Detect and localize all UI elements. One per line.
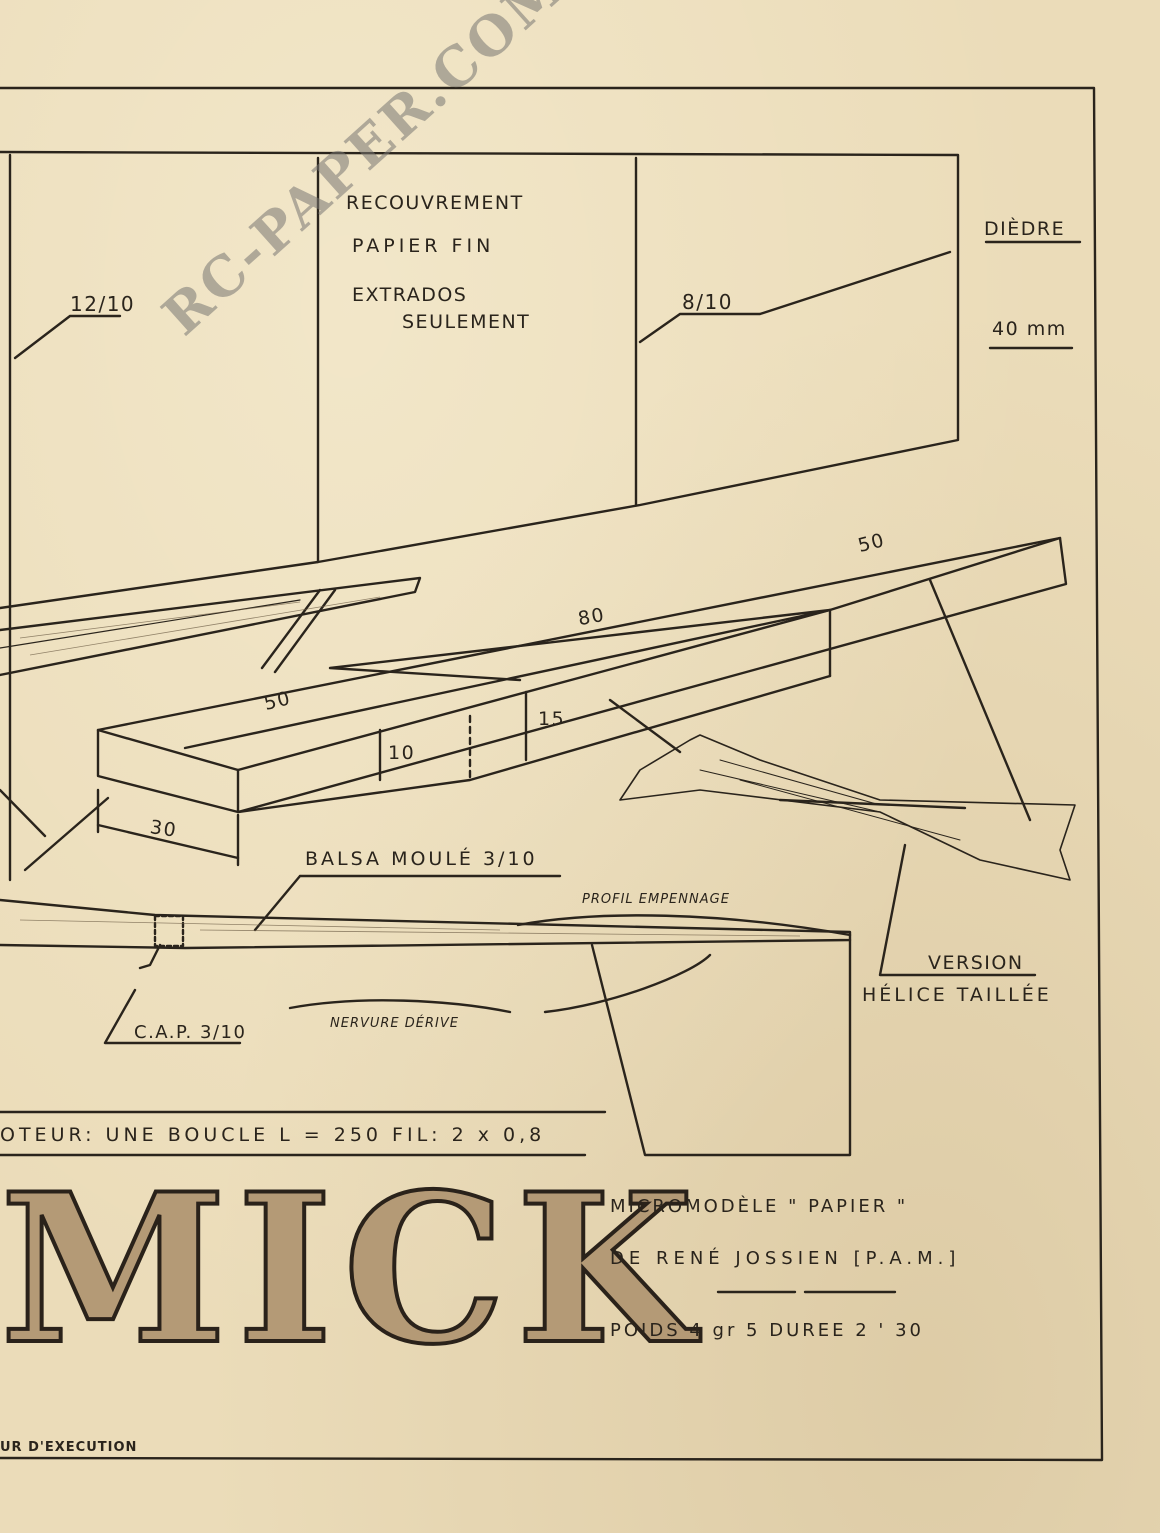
label-dihedral-value: 40 mm [992, 318, 1067, 340]
label-covering-1: RECOUVREMENT [346, 192, 524, 214]
label-fin-rib: NERVURE DÉRIVE [330, 1016, 459, 1031]
label-tail-profile: PROFIL EMPENNAGE [582, 892, 730, 907]
label-dim-10: 10 [388, 742, 416, 764]
label-version-2: HÉLICE TAILLÉE [862, 984, 1052, 1006]
title-line-2: DE RENÉ JOSSIEN [P.A.M.] [610, 1248, 961, 1269]
model-title: MICK [0, 1150, 705, 1390]
label-covering-4: SEULEMENT [402, 311, 531, 333]
spar-right-arrow [638, 250, 952, 344]
label-dim-30: 30 [148, 816, 179, 842]
label-dim-80: 80 [576, 603, 607, 631]
label-dihedral: DIÈDRE [984, 218, 1066, 240]
frame-border [0, 86, 1104, 1462]
label-cap: C.A.P. 3/10 [134, 1022, 247, 1043]
title-line-3: POIDS 4 gr 5 DUREE 2 ' 30 [610, 1320, 924, 1341]
label-spar-left: 12/10 [70, 292, 136, 316]
title-line-1: MICROMODÈLE " PAPIER " [610, 1196, 909, 1217]
label-version-1: VERSION [928, 952, 1024, 974]
fin [590, 938, 852, 1157]
tail-profile [516, 914, 852, 937]
leading-edge [0, 576, 422, 677]
wing-outline [0, 150, 960, 610]
footer-text: UR D'EXECUTION [0, 1440, 138, 1455]
label-covering-2: PAPIER FIN [352, 235, 495, 257]
label-spar-right: 8/10 [682, 290, 733, 314]
motor-hook-block [153, 914, 185, 948]
fin-rib [288, 999, 512, 1014]
spar-left-arrow [13, 314, 122, 360]
blank-block-top [96, 536, 1068, 814]
label-balsa: BALSA MOULÉ 3/10 [305, 848, 538, 870]
label-motor: OTEUR: UNE BOUCLE L = 250 FIL: 2 x 0,8 [0, 1124, 546, 1146]
carved-prop [619, 734, 1076, 881]
label-covering-3: EXTRADOS [352, 284, 468, 306]
label-dim-15: 15 [538, 708, 566, 730]
fuselage [0, 898, 852, 950]
